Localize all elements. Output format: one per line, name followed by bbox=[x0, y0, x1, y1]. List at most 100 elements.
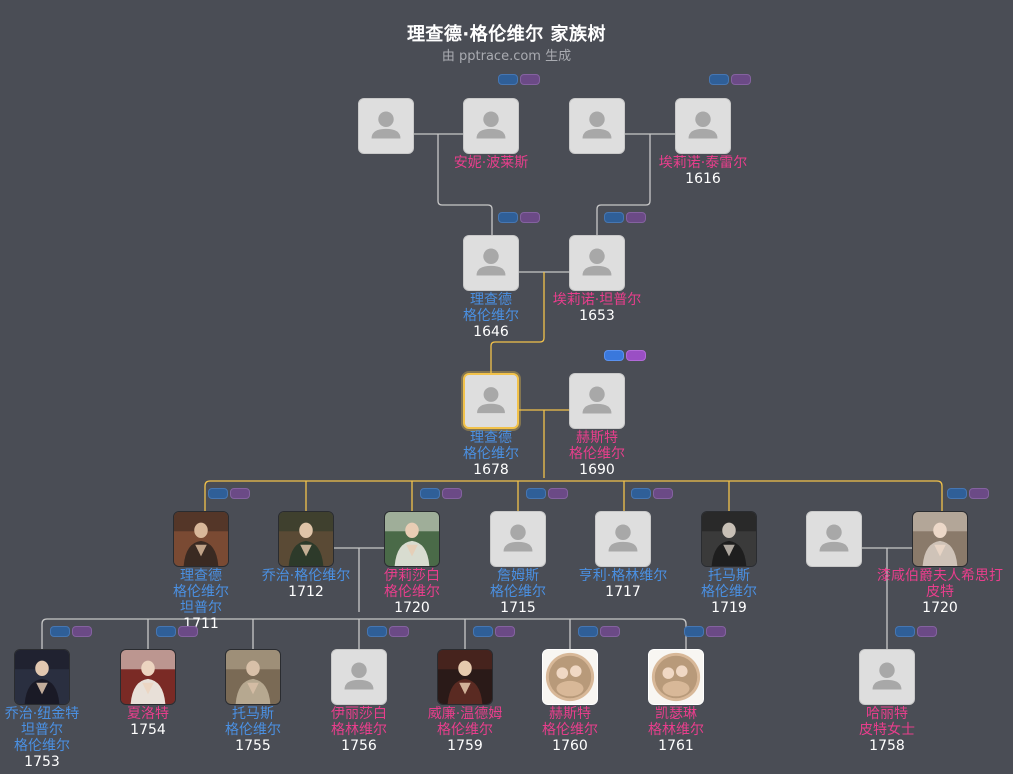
person-card-gp3[interactable] bbox=[569, 98, 625, 154]
person-name[interactable]: 夏洛特 bbox=[127, 706, 169, 722]
person-card-c1[interactable] bbox=[173, 511, 229, 567]
person-name[interactable]: 理查德 格伦维尔 bbox=[463, 292, 519, 324]
page-title: 理查德·格伦维尔 家族树 bbox=[406, 24, 607, 45]
person-name[interactable]: 赫斯特 格伦维尔 bbox=[569, 430, 625, 462]
person-birth-year: 1717 bbox=[605, 584, 641, 600]
expand-mother-button[interactable] bbox=[731, 74, 751, 85]
expand-mother-button[interactable] bbox=[178, 626, 198, 637]
expand-mother-button[interactable] bbox=[442, 488, 462, 499]
expand-mother-button[interactable] bbox=[495, 626, 515, 637]
expand-mother-button[interactable] bbox=[626, 212, 646, 223]
person-card-c4[interactable] bbox=[490, 511, 546, 567]
person-card-self[interactable] bbox=[463, 373, 519, 429]
expand-father-button[interactable] bbox=[578, 626, 598, 637]
person-silhouette-icon bbox=[582, 248, 612, 276]
expand-father-button[interactable] bbox=[156, 626, 176, 637]
person-card-g8[interactable] bbox=[859, 649, 915, 705]
expand-mother-button[interactable] bbox=[520, 74, 540, 85]
portrait-painting-icon bbox=[649, 650, 703, 704]
person-silhouette-icon bbox=[872, 662, 902, 690]
expand-mother-button[interactable] bbox=[520, 212, 540, 223]
expand-father-button[interactable] bbox=[684, 626, 704, 637]
person-name[interactable]: 托马斯 格伦维尔 bbox=[225, 706, 281, 738]
person-name[interactable]: 乔治·纽金特 坦普尔 格伦维尔 bbox=[4, 706, 80, 754]
person-silhouette-icon bbox=[476, 248, 506, 276]
person-silhouette-icon bbox=[344, 662, 374, 690]
expand-father-button[interactable] bbox=[50, 626, 70, 637]
expand-father-button[interactable] bbox=[208, 488, 228, 499]
person-card-c6[interactable] bbox=[701, 511, 757, 567]
expand-mother-button[interactable] bbox=[626, 350, 646, 361]
expand-mother-button[interactable] bbox=[917, 626, 937, 637]
person-name[interactable]: 埃莉诺·泰雷尔 bbox=[658, 155, 748, 171]
portrait-painting-icon bbox=[438, 650, 492, 704]
person-name[interactable]: 托马斯 格伦维尔 bbox=[701, 568, 757, 600]
expand-mother-button[interactable] bbox=[230, 488, 250, 499]
expand-father-button[interactable] bbox=[526, 488, 546, 499]
expand-mother-button[interactable] bbox=[653, 488, 673, 499]
expand-mother-button[interactable] bbox=[72, 626, 92, 637]
person-card-c7[interactable] bbox=[806, 511, 862, 567]
expand-father-button[interactable] bbox=[498, 74, 518, 85]
expand-father-button[interactable] bbox=[604, 350, 624, 361]
expand-father-button[interactable] bbox=[709, 74, 729, 85]
person-card-g4[interactable] bbox=[331, 649, 387, 705]
expand-mother-button[interactable] bbox=[969, 488, 989, 499]
person-birth-year: 1720 bbox=[394, 600, 430, 616]
person-card-c2[interactable] bbox=[278, 511, 334, 567]
person-card-g3[interactable] bbox=[225, 649, 281, 705]
person-card-g6[interactable] bbox=[542, 649, 598, 705]
person-card-g5[interactable] bbox=[437, 649, 493, 705]
person-card-c5[interactable] bbox=[595, 511, 651, 567]
person-name[interactable]: 亨利·格林维尔 bbox=[578, 568, 668, 584]
expand-mother-button[interactable] bbox=[548, 488, 568, 499]
portrait-painting-icon bbox=[226, 650, 280, 704]
person-birth-year: 1719 bbox=[711, 600, 747, 616]
expand-father-button[interactable] bbox=[631, 488, 651, 499]
person-name[interactable]: 理查德 格伦维尔 bbox=[463, 430, 519, 462]
person-card-gp1[interactable] bbox=[358, 98, 414, 154]
expand-mother-button[interactable] bbox=[706, 626, 726, 637]
person-name[interactable]: 漆咸伯爵夫人希思打 皮特 bbox=[877, 568, 1003, 600]
person-name[interactable]: 凯瑟琳 格林维尔 bbox=[648, 706, 704, 738]
expand-father-button[interactable] bbox=[473, 626, 493, 637]
parent-child-line bbox=[490, 272, 545, 373]
person-name[interactable]: 赫斯特 格伦维尔 bbox=[542, 706, 598, 738]
person-name[interactable]: 乔治·格伦维尔 bbox=[261, 568, 351, 584]
expand-mother-button[interactable] bbox=[600, 626, 620, 637]
person-birth-year: 1616 bbox=[685, 171, 721, 187]
expand-father-button[interactable] bbox=[420, 488, 440, 499]
person-card-c8[interactable] bbox=[912, 511, 968, 567]
expand-father-button[interactable] bbox=[895, 626, 915, 637]
person-card-c3[interactable] bbox=[384, 511, 440, 567]
person-name[interactable]: 哈丽特 皮特女士 bbox=[859, 706, 915, 738]
person-name[interactable]: 威廉·温德姆 格伦维尔 bbox=[427, 706, 503, 738]
person-card-spouse[interactable] bbox=[569, 373, 625, 429]
person-name[interactable]: 伊莉莎白 格伦维尔 bbox=[384, 568, 440, 600]
person-card-gp2[interactable] bbox=[463, 98, 519, 154]
person-name[interactable]: 詹姆斯 格伦维尔 bbox=[490, 568, 546, 600]
person-birth-year: 1753 bbox=[24, 754, 60, 770]
portrait-painting-icon bbox=[543, 650, 597, 704]
expand-father-button[interactable] bbox=[604, 212, 624, 223]
person-card-gp4[interactable] bbox=[675, 98, 731, 154]
expand-father-button[interactable] bbox=[498, 212, 518, 223]
person-silhouette-icon bbox=[582, 386, 612, 414]
person-card-g1[interactable] bbox=[14, 649, 70, 705]
expand-father-button[interactable] bbox=[367, 626, 387, 637]
person-name[interactable]: 理查德 格伦维尔 坦普尔 bbox=[173, 568, 229, 616]
portrait-painting-icon bbox=[385, 512, 439, 566]
person-silhouette-icon bbox=[608, 524, 638, 552]
person-name[interactable]: 伊丽莎白 格林维尔 bbox=[331, 706, 387, 738]
person-card-p2[interactable] bbox=[569, 235, 625, 291]
expand-mother-button[interactable] bbox=[389, 626, 409, 637]
person-name[interactable]: 安妮·波莱斯 bbox=[453, 155, 529, 171]
person-card-g7[interactable] bbox=[648, 649, 704, 705]
person-card-p1[interactable] bbox=[463, 235, 519, 291]
portrait-painting-icon bbox=[913, 512, 967, 566]
expand-father-button[interactable] bbox=[947, 488, 967, 499]
person-birth-year: 1715 bbox=[500, 600, 536, 616]
person-name[interactable]: 埃莉诺·坦普尔 bbox=[552, 292, 642, 308]
person-card-g2[interactable] bbox=[120, 649, 176, 705]
